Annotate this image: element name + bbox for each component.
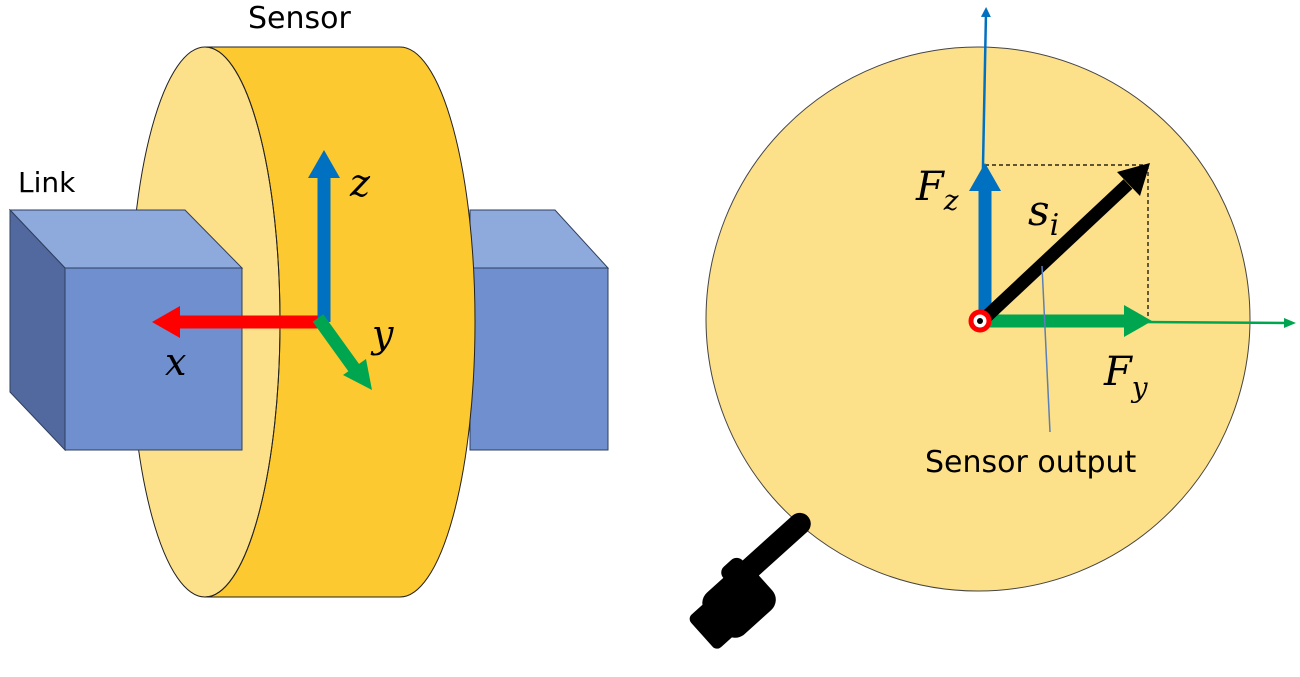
force-z-label: Fz bbox=[915, 164, 959, 217]
z-axis-arrow bbox=[308, 150, 340, 322]
origin-marker bbox=[968, 309, 992, 333]
projection-lines bbox=[985, 164, 1149, 321]
sensor-cylinder bbox=[129, 46, 476, 598]
link-label: Link bbox=[18, 166, 76, 199]
link-block-left bbox=[8, 208, 244, 452]
link-block-right bbox=[469, 209, 610, 451]
force-y-arrow bbox=[985, 305, 1152, 337]
sensor-vector-label: si bbox=[1028, 186, 1059, 243]
x-axis-label: x bbox=[165, 340, 186, 384]
force-y-label: Fy bbox=[1103, 349, 1149, 404]
y-axis-arrow bbox=[312, 314, 372, 390]
x-axis-arrow bbox=[152, 306, 318, 338]
sensor-vector-arrow bbox=[980, 163, 1150, 323]
y-axis-label: y bbox=[370, 312, 394, 356]
sensor-label: Sensor bbox=[248, 1, 351, 36]
sensor-output-leader bbox=[1041, 265, 1051, 433]
z-axis-label: z bbox=[349, 161, 371, 205]
sensor-output-label: Sensor output bbox=[925, 445, 1137, 480]
force-z-arrow bbox=[969, 163, 1001, 320]
pointing-hand-icon bbox=[689, 512, 811, 649]
